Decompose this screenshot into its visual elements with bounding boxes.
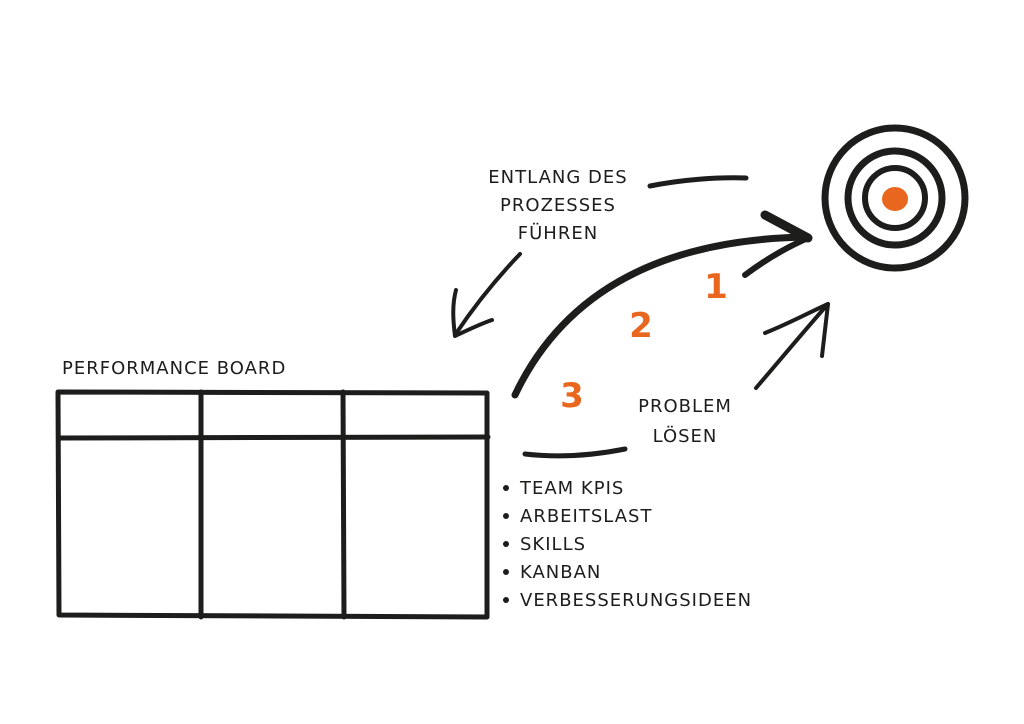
- list-item: ARBEITSLAST: [520, 506, 652, 527]
- process-label-line1: ENTLANG DES: [488, 167, 627, 188]
- performance-board: [55, 389, 491, 620]
- target-bullseye: [882, 187, 908, 211]
- process-label-line3: FÜHREN: [518, 222, 598, 244]
- bullet-icon: [503, 541, 509, 547]
- bullet-icon: [503, 513, 509, 519]
- process-arc-icon: [647, 175, 749, 189]
- board-items-list: TEAM KPIS ARBEITSLAST SKILLS KANBAN VERB…: [503, 478, 752, 611]
- main-arrow-icon: [511, 210, 813, 399]
- step-number-2: 2: [629, 306, 653, 346]
- bullet-icon: [503, 485, 509, 491]
- problem-arrow-icon: [754, 302, 830, 390]
- problem-label-line2: LÖSEN: [653, 425, 718, 447]
- process-label-line2: PROZESSES: [500, 195, 616, 216]
- target-icon: [821, 124, 969, 272]
- problem-label-line1: PROBLEM: [638, 396, 732, 417]
- step-number-3: 3: [560, 376, 584, 416]
- list-item: KANBAN: [520, 562, 601, 583]
- board-title: PERFORMANCE BOARD: [62, 358, 286, 379]
- bottom-arc-icon: [522, 446, 628, 459]
- bullet-icon: [503, 597, 509, 603]
- bullet-icon: [503, 569, 509, 575]
- list-item: VERBESSERUNGSIDEEN: [520, 590, 752, 611]
- back-arrow-icon: [451, 252, 522, 338]
- step-number-1: 1: [704, 267, 728, 307]
- list-item: SKILLS: [520, 534, 586, 555]
- list-item: TEAM KPIS: [519, 478, 624, 499]
